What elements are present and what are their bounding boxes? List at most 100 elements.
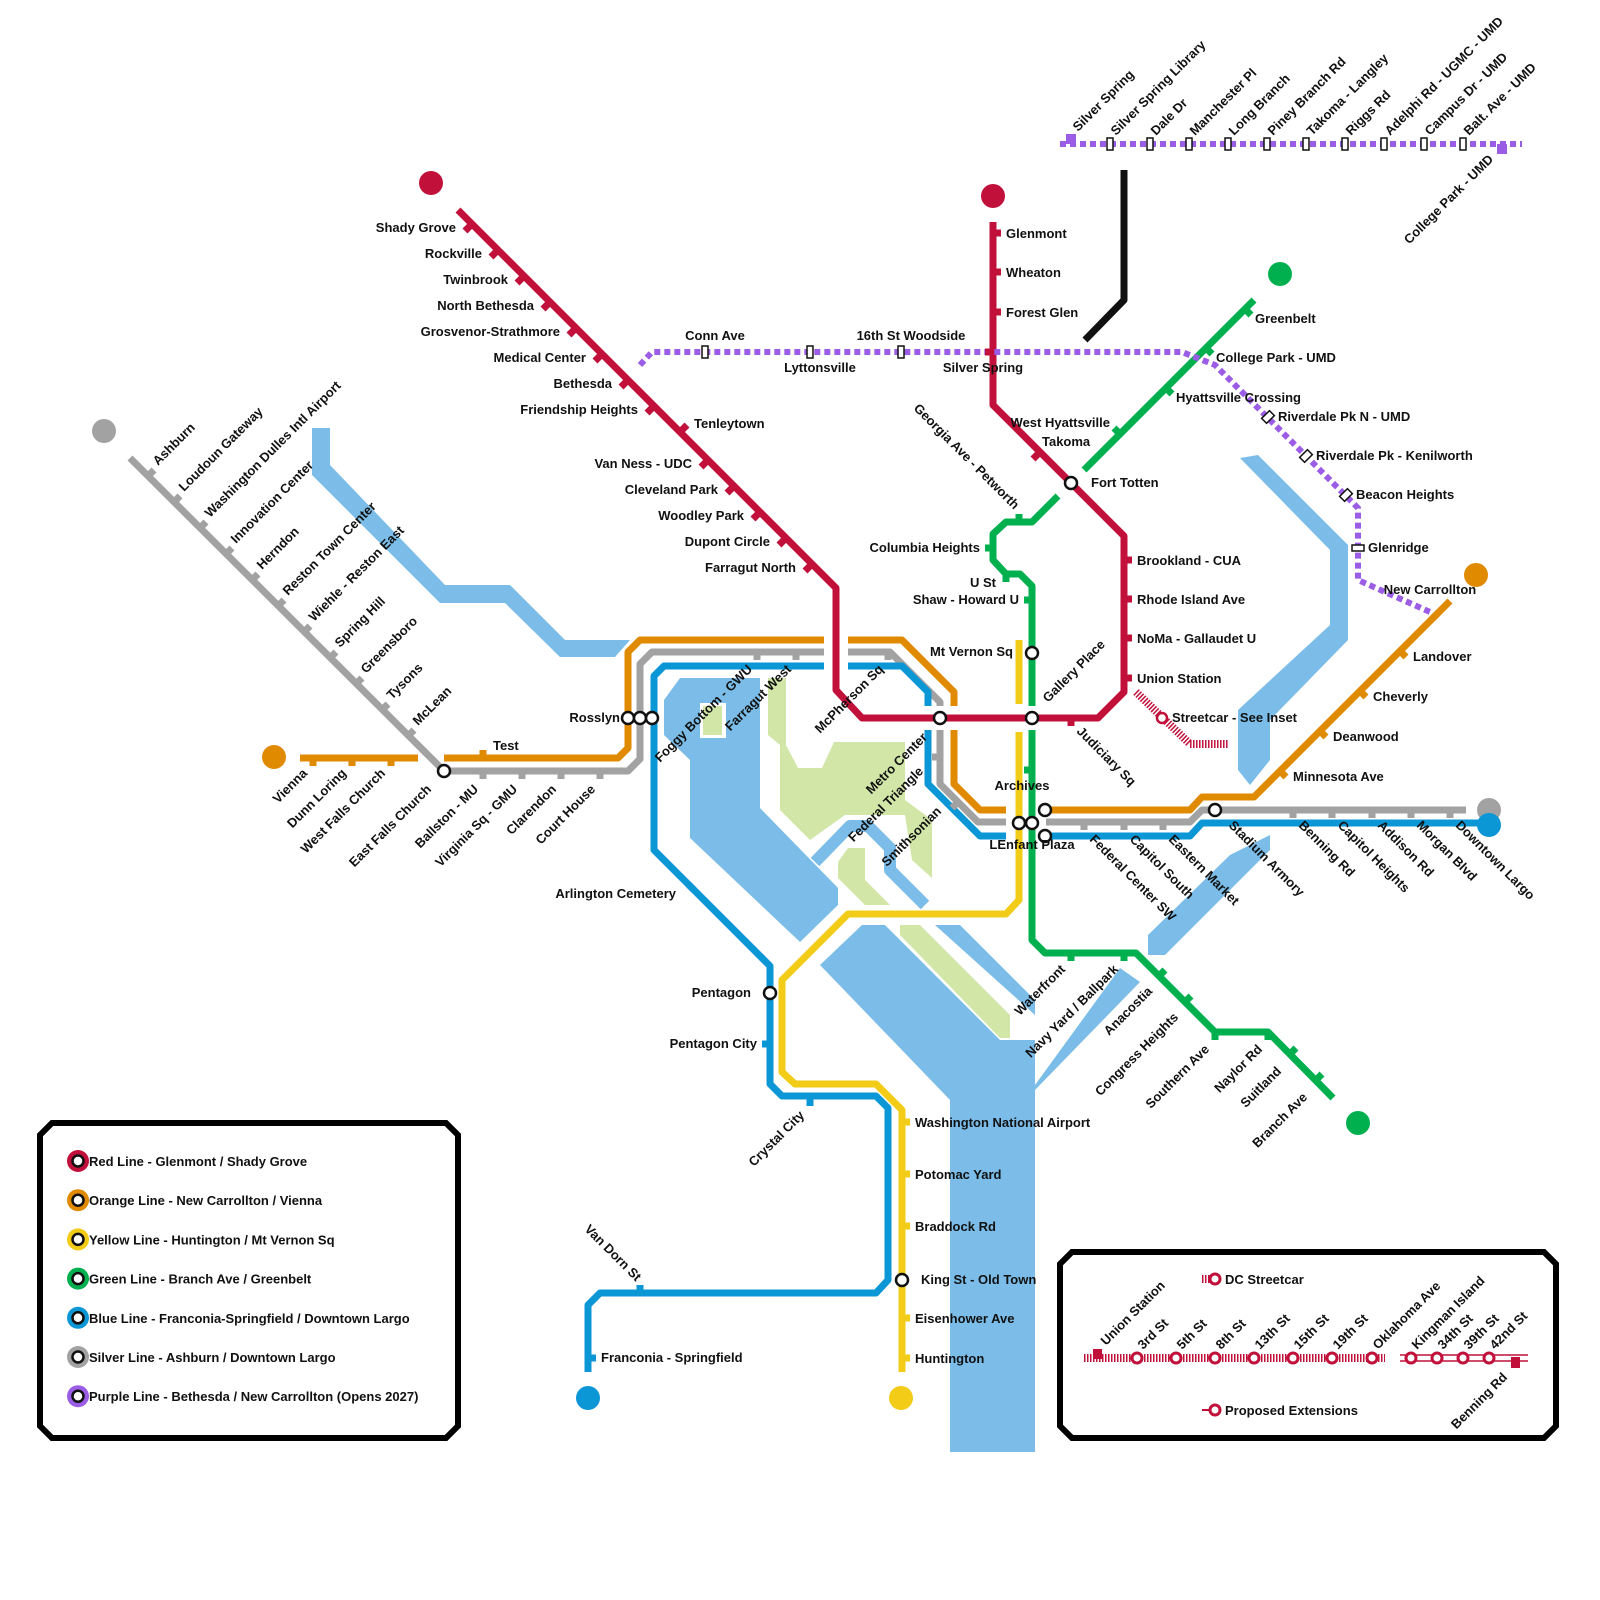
station-label[interactable]: Potomac Yard — [915, 1167, 1002, 1182]
transfer-station-marker[interactable] — [1024, 645, 1040, 661]
station-label[interactable]: Hyattsville Crossing — [1176, 390, 1301, 405]
purple-station-marker[interactable] — [1066, 134, 1076, 144]
transfer-station-marker[interactable] — [644, 710, 660, 726]
station-label[interactable]: Rockville — [425, 246, 482, 261]
station-label[interactable]: Southern Ave — [1142, 1042, 1212, 1112]
station-label[interactable]: Forest Glen — [1006, 305, 1078, 320]
station-tick[interactable] — [618, 377, 631, 390]
purple-station-marker[interactable] — [806, 345, 814, 359]
purple-station-marker[interactable] — [1146, 137, 1154, 151]
station-label[interactable]: Columbia Heights — [869, 540, 980, 555]
station-label[interactable]: Landover — [1413, 649, 1472, 664]
station-label[interactable]: Loudoun Gateway — [176, 403, 267, 494]
station-label[interactable]: Lyttonsville — [784, 360, 856, 375]
station-tick[interactable] — [1182, 993, 1194, 1005]
station-tick[interactable] — [724, 483, 737, 496]
station-label[interactable]: Franconia - Springfield — [601, 1350, 743, 1365]
station-tick[interactable] — [1163, 385, 1175, 397]
streetcar-station-marker[interactable] — [1286, 1351, 1300, 1365]
transfer-label[interactable]: Pentagon — [692, 985, 751, 1000]
station-label[interactable]: Dupont Circle — [685, 534, 770, 549]
station-label[interactable]: Glenmont — [1006, 226, 1067, 241]
station-tick[interactable] — [301, 623, 313, 635]
transfer-station-marker[interactable] — [632, 710, 648, 726]
station-label[interactable]: Twinbrook — [443, 272, 509, 287]
station-tick[interactable] — [275, 597, 287, 609]
station-label[interactable]: Woodley Park — [658, 508, 745, 523]
station-label[interactable]: Balt. Ave - UMD — [1461, 60, 1539, 138]
purple-station-marker[interactable] — [1185, 137, 1193, 151]
station-label[interactable]: Van Dorn St — [582, 1221, 645, 1284]
station-label[interactable]: Grosvenor-Strathmore — [421, 324, 560, 339]
transfer-station-marker[interactable] — [436, 763, 452, 779]
transfer-station-marker[interactable] — [1037, 802, 1053, 818]
station-label[interactable]: Test — [493, 738, 519, 753]
streetcar-station-marker[interactable] — [1169, 1351, 1183, 1365]
streetcar-station-marker[interactable] — [1093, 1349, 1102, 1359]
transfer-label[interactable]: LEnfant Plaza — [989, 837, 1075, 852]
station-label[interactable]: Ashburn — [150, 420, 198, 468]
transfer-station-marker[interactable] — [1207, 802, 1223, 818]
station-tick[interactable] — [488, 247, 501, 260]
station-tick[interactable] — [405, 727, 417, 739]
station-label[interactable]: Riverdale Pk - Kenilworth — [1316, 448, 1473, 463]
station-label[interactable]: NoMa - Gallaudet U — [1137, 631, 1256, 646]
station-label[interactable]: 16th St Woodside — [857, 328, 966, 343]
station-label[interactable]: Beacon Heights — [1356, 487, 1454, 502]
station-label[interactable]: Farragut North — [705, 560, 796, 575]
station-label[interactable]: Van Ness - UDC — [594, 456, 692, 471]
transfer-station-marker[interactable] — [1011, 815, 1027, 831]
station-tick[interactable] — [949, 799, 961, 811]
purple-station-marker[interactable] — [1298, 448, 1314, 464]
station-tick[interactable] — [540, 299, 553, 312]
purple-station-marker[interactable] — [897, 345, 905, 359]
station-tick[interactable] — [566, 325, 579, 338]
station-label[interactable]: Silver Spring — [943, 360, 1023, 375]
station-tick[interactable] — [145, 467, 157, 479]
station-label[interactable]: Conn Ave — [685, 328, 745, 343]
station-tick[interactable] — [327, 649, 339, 661]
purple-station-marker[interactable] — [1263, 137, 1271, 151]
station-tick[interactable] — [1313, 1071, 1325, 1083]
station-label[interactable]: Minnesota Ave — [1293, 769, 1384, 784]
station-label[interactable]: Tenleytown — [694, 416, 765, 431]
station-label[interactable]: West Hyattsville — [1011, 415, 1110, 430]
streetcar-station-marker[interactable] — [1208, 1351, 1222, 1365]
station-tick[interactable] — [1111, 425, 1123, 437]
station-label[interactable]: Greenbelt — [1255, 311, 1316, 326]
station-tick[interactable] — [1242, 306, 1254, 318]
station-label[interactable]: McPherson Sq — [812, 661, 886, 735]
purple-station-marker[interactable] — [1380, 137, 1388, 151]
station-label[interactable]: North Bethesda — [437, 298, 535, 313]
station-tick[interactable] — [677, 422, 690, 435]
transfer-label[interactable]: Rosslyn — [569, 710, 620, 725]
station-label[interactable]: Huntington — [915, 1351, 984, 1366]
streetcar-station-marker[interactable] — [1325, 1351, 1339, 1365]
station-tick[interactable] — [592, 351, 605, 364]
station-label[interactable]: Pentagon City — [670, 1036, 758, 1051]
station-label[interactable]: Wiehle - Reston East — [306, 522, 408, 624]
station-tick[interactable] — [1317, 728, 1329, 740]
station-label[interactable]: Judiciary Sq — [1074, 724, 1139, 789]
station-label[interactable]: Shady Grove — [376, 220, 456, 235]
station-label[interactable]: New Carrollton — [1384, 582, 1477, 597]
station-label[interactable]: College Park - UMD — [1216, 350, 1336, 365]
station-tick[interactable] — [197, 519, 209, 531]
streetcar-station-marker[interactable] — [1130, 1351, 1144, 1365]
transfer-station-marker[interactable] — [1037, 828, 1053, 844]
station-label[interactable]: Bethesda — [553, 376, 612, 391]
transfer-station-marker[interactable] — [1063, 475, 1079, 491]
station-label[interactable]: Archives — [995, 778, 1050, 793]
station-tick[interactable] — [698, 457, 711, 470]
station-label[interactable]: Brookland - CUA — [1137, 553, 1242, 568]
transfer-label[interactable]: King St - Old Town — [921, 1272, 1036, 1287]
purple-station-marker[interactable] — [1224, 137, 1232, 151]
purple-station-marker[interactable] — [1341, 137, 1349, 151]
purple-station-marker[interactable] — [1302, 137, 1310, 151]
station-tick[interactable] — [249, 571, 261, 583]
station-label[interactable]: Cleveland Park — [625, 482, 719, 497]
station-label[interactable]: Wheaton — [1006, 265, 1061, 280]
proposed-station-marker[interactable] — [1430, 1351, 1444, 1365]
transfer-station-marker[interactable] — [1024, 815, 1040, 831]
station-tick[interactable] — [776, 535, 789, 548]
